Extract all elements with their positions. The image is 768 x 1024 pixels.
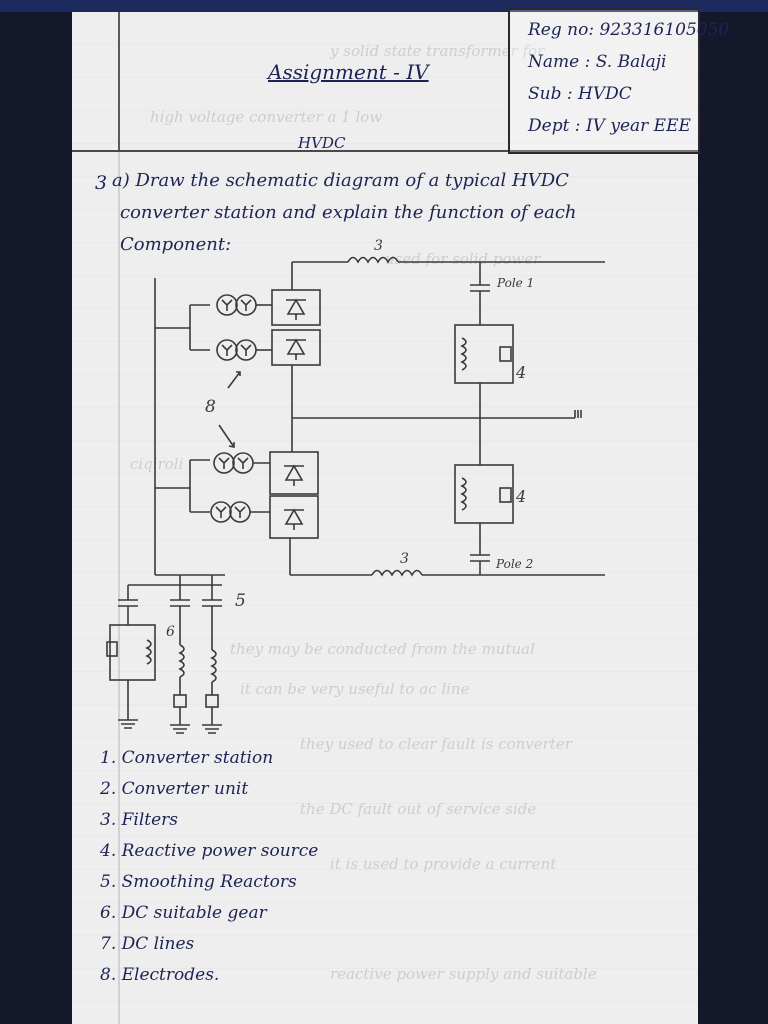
question-line-2: converter station and explain the functi… <box>120 202 577 223</box>
ground-icon <box>170 724 190 734</box>
dc-filter-resistor-bottom-icon <box>499 487 512 503</box>
legend-item: 2. Converter unit <box>100 779 249 799</box>
ground-icon <box>118 719 138 729</box>
notebook-page <box>72 12 698 1024</box>
label-8: 8 <box>205 397 216 417</box>
transformer-upper-2-icon <box>216 339 257 361</box>
valve-group-1 <box>271 289 321 326</box>
dc-filter-resistor-top-icon <box>499 346 512 362</box>
ac-filter-1 <box>109 624 156 681</box>
page-subtitle: HVDC <box>298 134 346 152</box>
page-title: Assignment - IV <box>268 60 429 84</box>
page-margin-line <box>118 12 120 1024</box>
bleed-through-text: it can be very useful to ac line <box>240 680 470 698</box>
dc-filter-bottom <box>454 464 514 524</box>
valve-group-4 <box>269 495 319 539</box>
ac-filter-resistor-2-icon <box>173 694 187 708</box>
label-pole-2: Pole 2 <box>495 557 533 571</box>
label-8-arrow-upper <box>227 371 241 389</box>
question-line-3: Component: <box>120 234 232 255</box>
bleed-through-text: they used to clear fault is converter <box>300 735 572 753</box>
dc-filter-coil-top-icon <box>460 337 467 371</box>
electrode-ground-icon <box>574 410 582 418</box>
student-info-box: Reg no: 923316105050 Name : S. Balaji Su… <box>508 8 729 154</box>
smoothing-reactor-top-icon <box>347 256 399 264</box>
header-divider <box>118 12 120 152</box>
legend-item: 5. Smoothing Reactors <box>100 872 297 892</box>
valve-group-2 <box>271 329 321 366</box>
bleed-through-text: ciqiroli <box>130 455 184 473</box>
dc-filter-coil-bottom-icon <box>460 477 467 511</box>
student-name: Name : S. Balaji <box>528 52 667 72</box>
ac-filter-resistor-1-icon <box>106 641 118 657</box>
bleed-through-text: high voltage converter a 1 low <box>150 108 383 126</box>
label-3-top: 3 <box>374 238 383 254</box>
transformer-lower-1-icon <box>213 452 254 474</box>
label-4-bottom: 4 <box>515 487 526 506</box>
label-8-arrow-lower <box>218 424 235 448</box>
label-3-bottom: 3 <box>400 551 409 567</box>
question-line-1: a) Draw the schematic diagram of a typic… <box>112 170 569 191</box>
smoothing-reactor-bottom-icon <box>371 569 423 577</box>
legend-item: 8. Electrodes. <box>100 965 220 985</box>
label-5: 5 <box>235 591 246 611</box>
label-6: 6 <box>166 624 175 640</box>
bleed-through-text: reactive power supply and suitable <box>330 965 597 983</box>
ac-filter-resistor-3-icon <box>205 694 219 708</box>
bleed-through-text: the DC fault out of service side <box>300 800 537 818</box>
ac-filter-coil-2-icon <box>178 644 185 678</box>
question-number: 3 <box>95 172 108 194</box>
bleed-through-text: it is used to provide a current <box>330 855 557 873</box>
header-rule <box>72 150 698 152</box>
department: Dept : IV year EEE <box>528 116 691 136</box>
label-pole-1: Pole 1 <box>496 276 534 290</box>
legend-item: 3. Filters <box>100 810 179 830</box>
dc-filter-top <box>454 324 514 384</box>
ground-icon <box>202 724 222 734</box>
transformer-upper-1-icon <box>216 294 257 316</box>
reg-number: Reg no: 923316105050 <box>528 20 730 40</box>
transformer-lower-2-icon <box>210 501 251 523</box>
legend-item: 7. DC lines <box>100 934 195 954</box>
label-4-top: 4 <box>515 363 526 382</box>
legend-item: 1. Converter station <box>100 748 274 768</box>
ac-filter-coil-1-icon <box>145 639 152 665</box>
ac-filter-coil-3-icon <box>210 649 217 683</box>
bleed-through-text: used for solid power <box>385 250 541 268</box>
valve-group-3 <box>269 451 319 495</box>
bleed-through-text: y solid state transformer for <box>330 42 545 60</box>
legend-item: 4. Reactive power source <box>100 841 319 861</box>
legend-item: 6. DC suitable gear <box>100 903 267 923</box>
subject: Sub : HVDC <box>528 84 632 104</box>
bleed-through-text: they may be conducted from the mutual <box>230 640 535 658</box>
